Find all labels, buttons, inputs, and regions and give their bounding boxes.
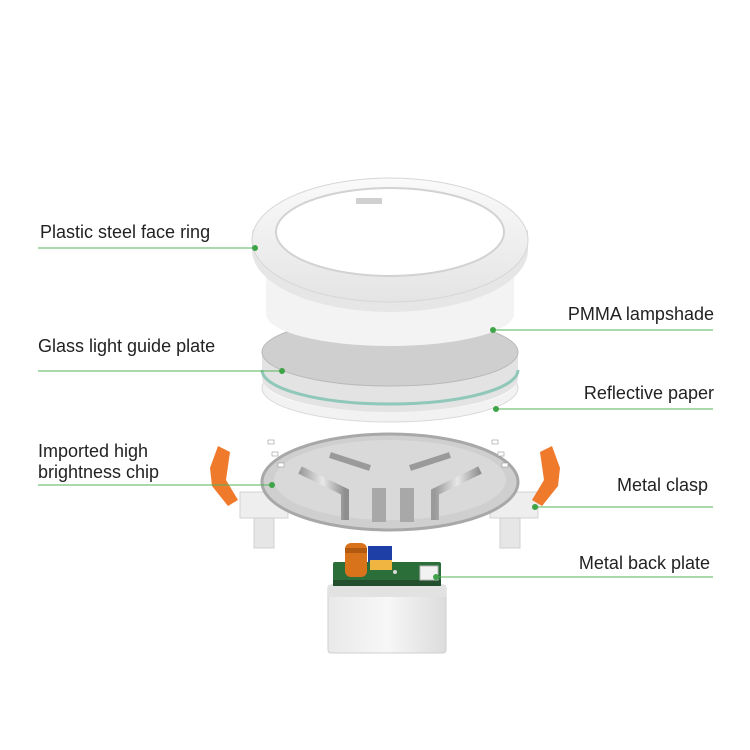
right-metal-clasp: [532, 446, 560, 506]
leader-lines: [38, 245, 713, 580]
label-pmma-lampshade: PMMA lampshade: [567, 304, 714, 324]
label-face-ring: Plastic steel face ring: [40, 222, 211, 242]
label-chip-line1: Imported high: [38, 441, 149, 461]
label-imported-chip: Imported high brightness chip: [38, 441, 198, 483]
leader-pmma-lampshade-dot: [490, 327, 496, 333]
leader-glass-plate-dot: [279, 368, 285, 374]
label-chip-line2: brightness chip: [38, 462, 160, 482]
label-metal-back-plate: Metal back plate: [578, 553, 710, 573]
left-metal-clasp: [210, 446, 238, 506]
capacitor: [345, 543, 367, 577]
mounting-assembly: [210, 432, 560, 549]
label-glass-light-guide-plate: Glass light guide plate: [38, 336, 216, 356]
plastic-steel-face-ring: [251, 177, 529, 312]
leader-reflective-paper-dot: [493, 406, 499, 412]
transformer: [368, 546, 392, 570]
label-metal-clasp: Metal clasp: [616, 475, 708, 495]
driver-box: [327, 543, 447, 654]
leader-face-ring-dot: [252, 245, 258, 251]
leader-metal-clasp-dot: [532, 504, 538, 510]
leader-imported-chip-dot: [269, 482, 275, 488]
led-chips: [267, 439, 509, 468]
leader-metal-back-plate-dot: [433, 574, 439, 580]
label-reflective-paper: Reflective paper: [583, 383, 714, 403]
